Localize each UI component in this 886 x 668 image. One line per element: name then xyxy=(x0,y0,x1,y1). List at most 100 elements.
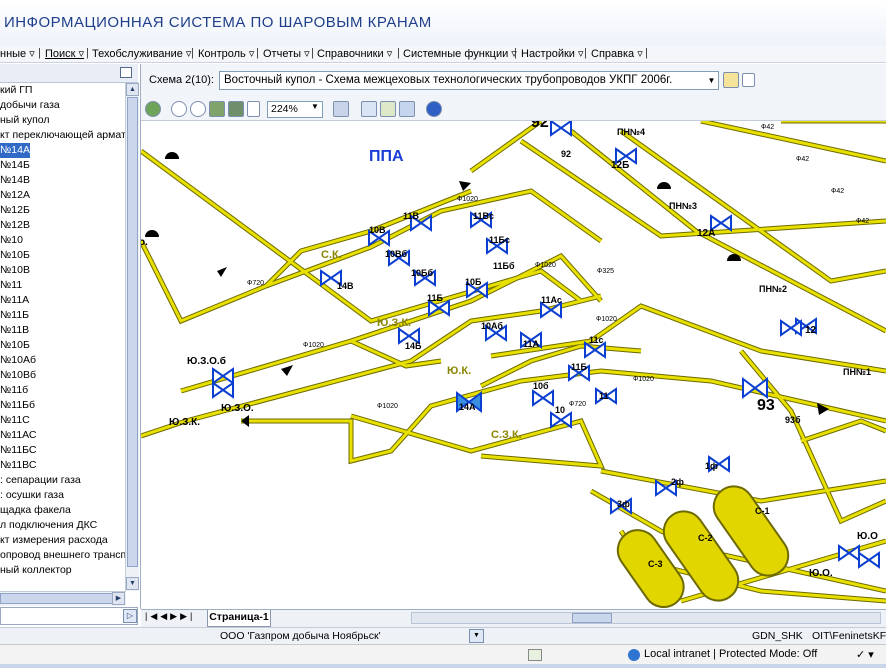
layers-icon[interactable] xyxy=(380,101,396,117)
fit-width-icon[interactable] xyxy=(228,101,244,117)
valve-icon-selected xyxy=(456,391,482,413)
zoom-in-icon[interactable] xyxy=(171,101,187,117)
menu-separator: | xyxy=(514,47,517,59)
menu-item-maintenance[interactable]: Техобслуживание ▿ xyxy=(92,48,192,60)
menu-item-reports[interactable]: Отчеты ▿ xyxy=(263,48,310,60)
fit-page-icon[interactable] xyxy=(209,101,225,117)
tree-item[interactable]: №14Б xyxy=(0,159,30,171)
tree-item[interactable]: №11Б xyxy=(0,309,30,321)
tree-item[interactable]: №10В xyxy=(0,264,30,276)
tree-vertical-scrollbar[interactable]: ▲ ▼ xyxy=(125,83,139,591)
chevron-down-icon[interactable]: ▼ xyxy=(707,76,716,85)
tree-item[interactable]: №10Аб xyxy=(0,354,36,366)
label-uzk-mid: Ю.З.К. xyxy=(377,317,411,329)
tree-item[interactable]: : осушки газа xyxy=(0,489,64,501)
tree-item[interactable]: №10Б xyxy=(0,249,30,261)
separator-c1-icon xyxy=(712,485,790,577)
label-v11b: 11Б xyxy=(427,293,444,303)
chevron-down-icon[interactable]: ▼ xyxy=(469,629,484,643)
label-v11bc: 11Бс xyxy=(489,235,510,245)
tree-item[interactable]: №12А xyxy=(0,189,30,201)
panel-icon[interactable] xyxy=(399,101,415,117)
tree-item[interactable]: №14А xyxy=(0,143,30,158)
valve-icon xyxy=(212,367,234,385)
tree-item[interactable]: ный коллектор xyxy=(0,564,72,576)
tree-item[interactable]: №11БС xyxy=(0,444,37,456)
tree-item[interactable]: №12В xyxy=(0,219,30,231)
menu-item-references[interactable]: Справочники ▿ xyxy=(317,48,393,60)
help-icon[interactable] xyxy=(426,101,442,117)
scroll-thumb[interactable] xyxy=(572,613,612,623)
page-icon[interactable] xyxy=(247,101,260,117)
scroll-right-icon[interactable]: ▶ xyxy=(112,592,125,605)
tree-item[interactable]: кий ГП xyxy=(0,84,33,96)
schema-canvas[interactable]: ППА о. С.К. Ю.З.К. Ю.К. С.З.К. Ю.З.О.б Ю… xyxy=(141,121,886,609)
tree-horizontal-scrollbar[interactable]: ▶ xyxy=(0,591,126,606)
document-icon[interactable] xyxy=(742,73,755,87)
scroll-up-icon[interactable]: ▲ xyxy=(126,83,139,96)
menu-separator: | xyxy=(191,47,194,59)
tree-item[interactable]: опровод внешнего трансп xyxy=(0,549,126,561)
zoom-select[interactable]: 224% xyxy=(267,101,323,118)
scroll-thumb[interactable] xyxy=(0,593,115,604)
tree-item[interactable]: №10 xyxy=(0,234,23,246)
tree-item[interactable]: ный купол xyxy=(0,114,50,126)
tree-item[interactable]: №14В xyxy=(0,174,30,186)
open-schema-icon[interactable] xyxy=(723,72,739,88)
copy-icon[interactable] xyxy=(361,101,377,117)
tree-item[interactable]: №11А xyxy=(0,294,30,306)
chevron-down-icon[interactable]: ▼ xyxy=(311,102,319,111)
separators[interactable] xyxy=(610,479,796,609)
tree-search-go-icon[interactable]: ▷ xyxy=(123,609,137,623)
taskbar-edge xyxy=(0,664,886,668)
tree-item[interactable]: №10Вб xyxy=(0,369,36,381)
title-ppa: ППА xyxy=(369,148,404,165)
valves[interactable] xyxy=(212,121,880,569)
valve-icon xyxy=(398,327,420,345)
menu-item-search[interactable]: Поиск ▿ xyxy=(45,48,85,60)
menu-item-data[interactable]: нные ▿ xyxy=(0,48,35,60)
tree-item[interactable]: №11АС xyxy=(0,429,37,441)
menu-item-help[interactable]: Справка ▿ xyxy=(591,48,643,60)
pipe-diameter-labels: Ф1020 Ф1020 Ф720 Ф325 Ф1020 Ф1020 Ф1020 … xyxy=(247,124,869,410)
tree-item[interactable]: л подключения ДКС xyxy=(0,519,98,531)
pipe-label: Ф1020 xyxy=(596,316,617,323)
tree-item[interactable]: №12Б xyxy=(0,204,30,216)
tree-item[interactable]: добычи газа xyxy=(0,99,60,111)
pipe-label: Ф42 xyxy=(856,218,869,225)
sheet-nav-arrows-icon[interactable]: |◀◀▶▶| xyxy=(145,611,196,621)
tab-page-1[interactable]: Страница-1 xyxy=(207,610,271,627)
label-v10v: 10В xyxy=(369,225,386,235)
valve-icon xyxy=(470,211,492,229)
pipe-label: Ф42 xyxy=(761,124,774,131)
tree-item[interactable]: №11ВС xyxy=(0,459,37,471)
menu-item-system-functions[interactable]: Системные функции ▿ xyxy=(403,48,517,60)
pipe-label: Ф1020 xyxy=(535,262,556,269)
menu-item-control[interactable]: Контроль ▿ xyxy=(198,48,255,60)
schema-select[interactable]: Восточный купол - Схема межцеховых техно… xyxy=(219,71,719,90)
object-tree-panel: кий ГП добычи газа ный купол кт переключающ… xyxy=(0,64,141,625)
tree-item[interactable]: №11В xyxy=(0,324,30,336)
tree-item[interactable]: №11 xyxy=(0,279,23,291)
zoom-menu[interactable]: ✓ ▾ xyxy=(856,649,874,661)
scroll-thumb[interactable] xyxy=(127,97,138,567)
tree-item[interactable]: №11б xyxy=(0,384,29,396)
tree-search-input[interactable]: ▷ xyxy=(0,607,138,625)
zoom-out-icon[interactable] xyxy=(190,101,206,117)
refresh-icon[interactable] xyxy=(145,101,161,117)
tree-item[interactable]: №10Б xyxy=(0,339,30,351)
tree-item[interactable]: кт переключающей армат xyxy=(0,129,126,141)
tree-item[interactable]: №11С xyxy=(0,414,30,426)
pipeline-diagram[interactable]: ППА о. С.К. Ю.З.К. Ю.К. С.З.К. Ю.З.О.б Ю… xyxy=(141,121,886,609)
tree-item[interactable]: кт измерения расхода xyxy=(0,534,108,546)
valve-icon xyxy=(615,147,637,165)
canvas-horizontal-scrollbar[interactable] xyxy=(411,612,881,624)
label-v10-small: 10б xyxy=(533,381,549,391)
panel-options-icon[interactable] xyxy=(120,67,132,78)
edit-icon[interactable] xyxy=(333,101,349,117)
scroll-down-icon[interactable]: ▼ xyxy=(126,577,139,590)
menu-item-settings[interactable]: Настройки ▿ xyxy=(521,48,584,60)
tree-item[interactable]: : сепарации газа xyxy=(0,474,81,486)
tree-item[interactable]: щадка факела xyxy=(0,504,71,516)
tree-item[interactable]: №11Бб xyxy=(0,399,36,411)
